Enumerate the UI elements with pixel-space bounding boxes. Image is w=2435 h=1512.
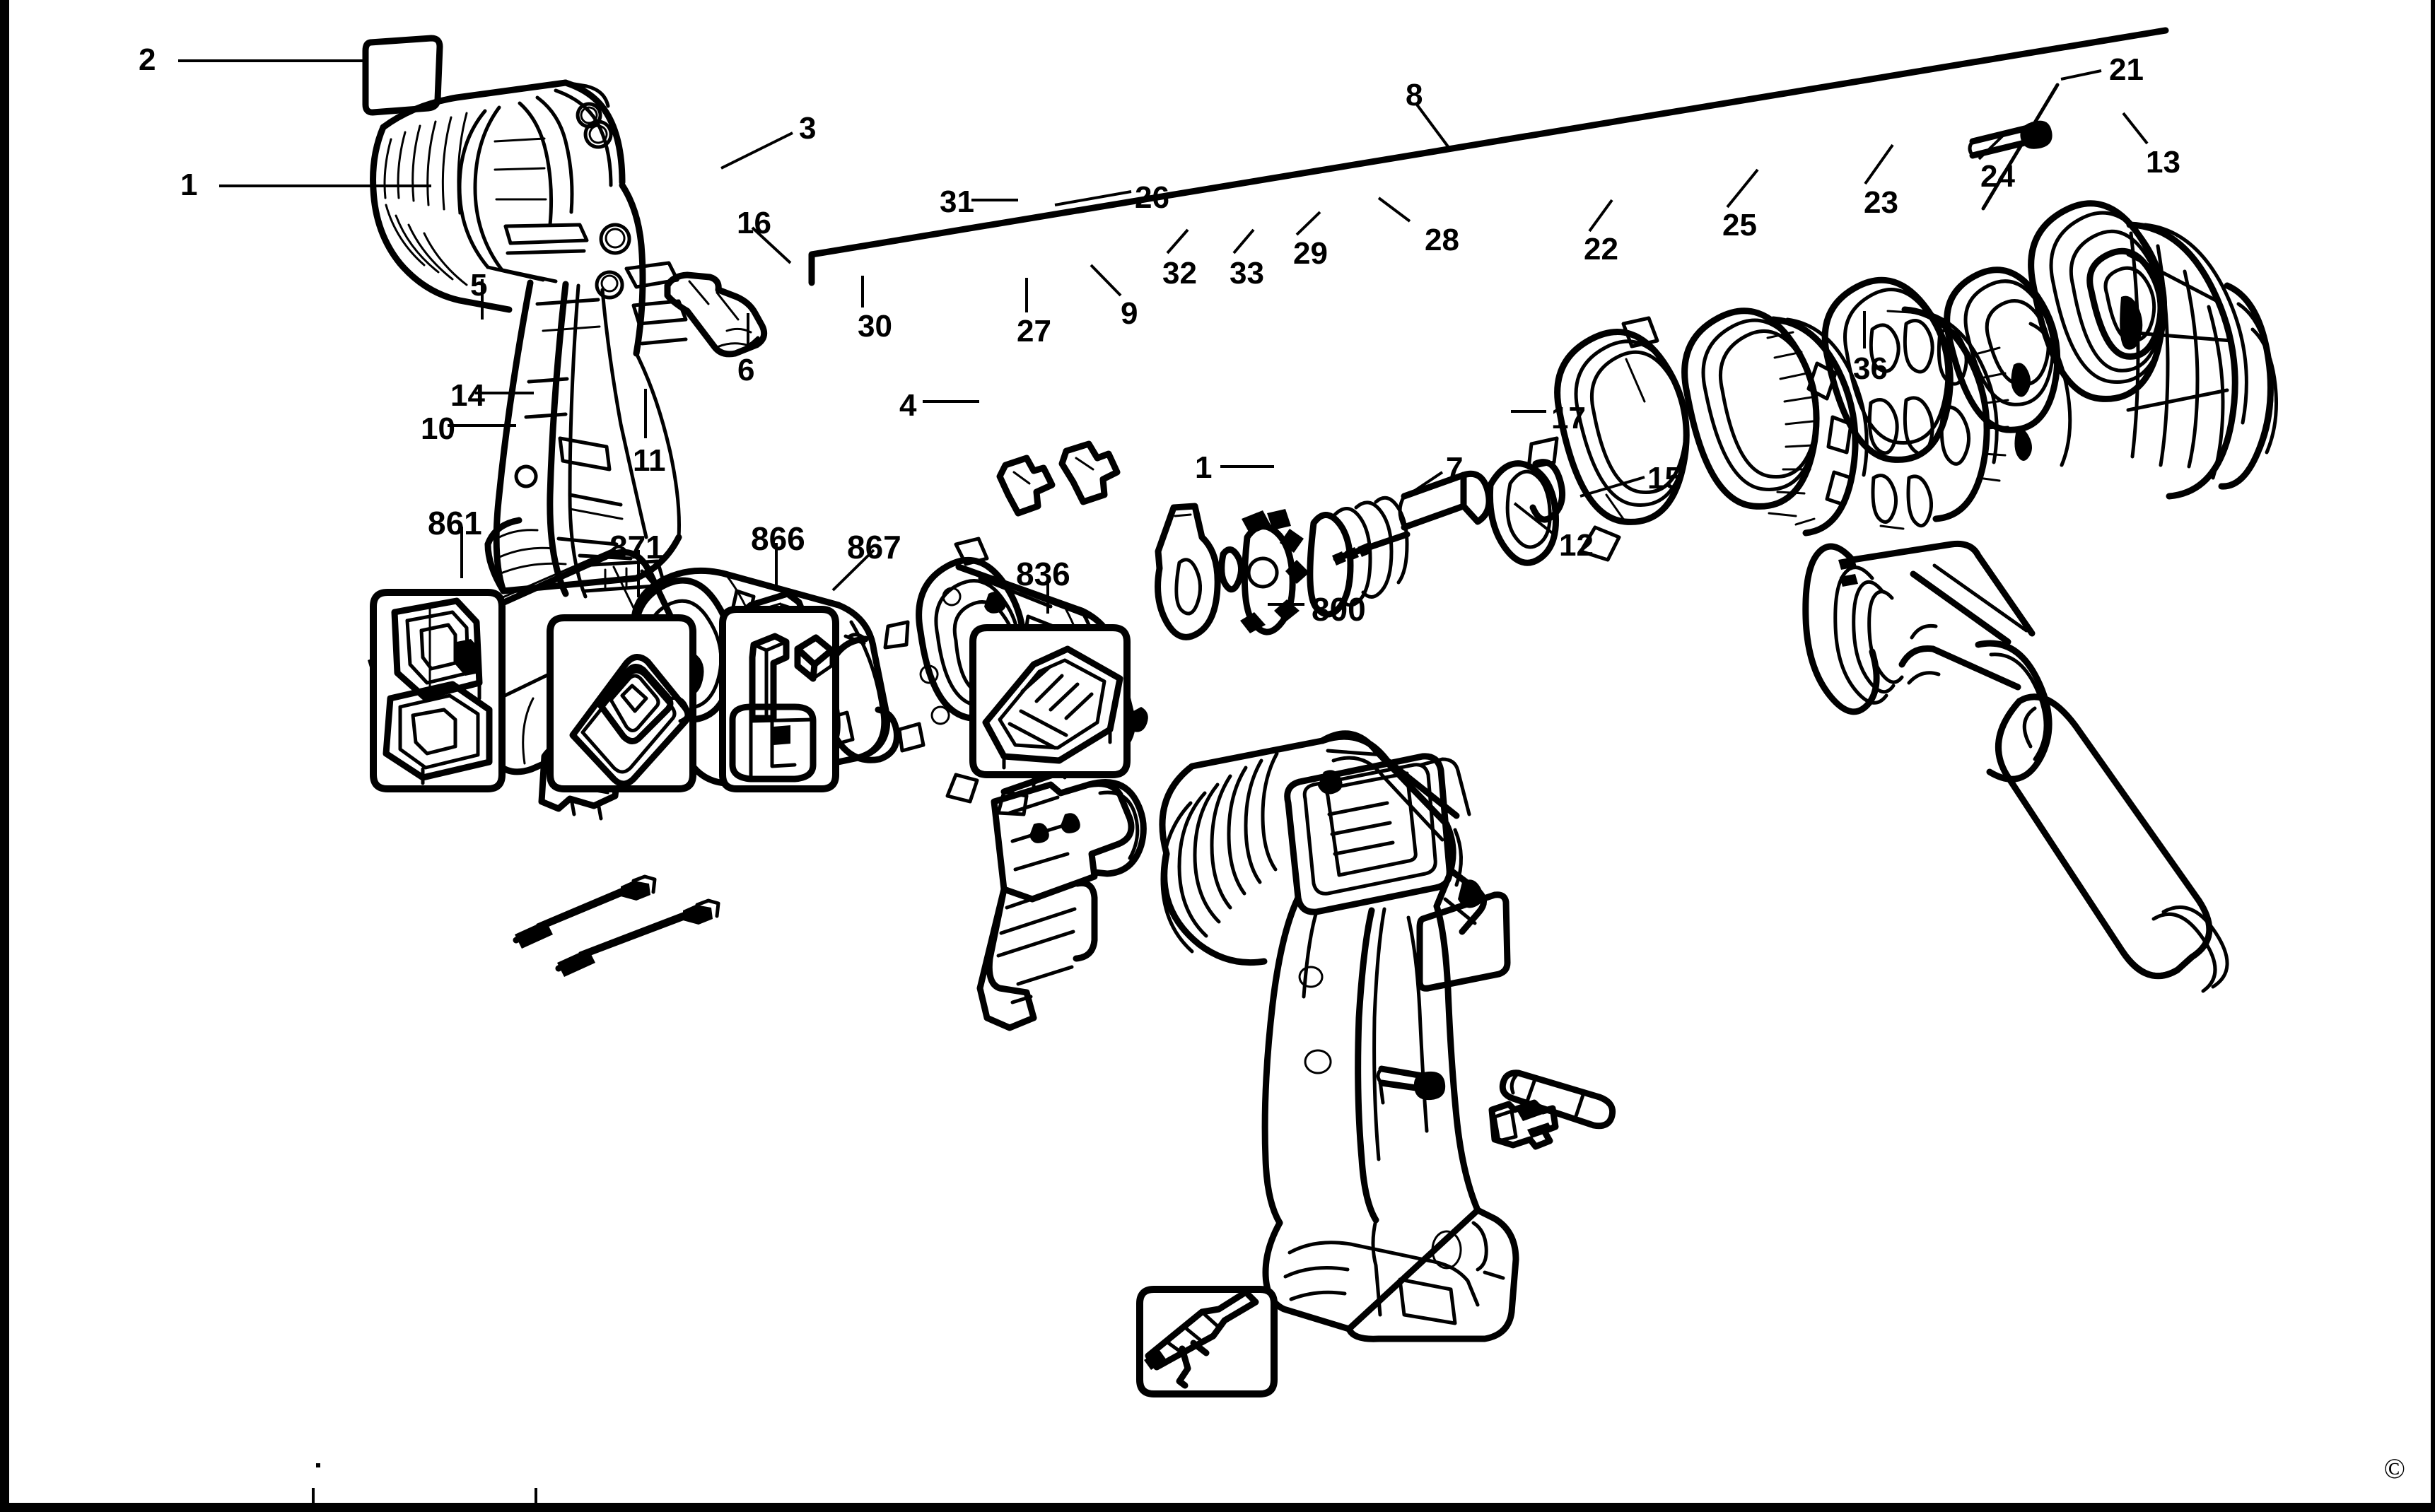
callout-17: 17	[1551, 401, 1586, 435]
callout-36: 36	[1853, 351, 1888, 386]
callout-24: 24	[1980, 159, 2015, 194]
callout-1-left: 1	[180, 168, 198, 202]
callout-30: 30	[858, 309, 892, 344]
page-registration-dot	[316, 1463, 320, 1467]
callout-11: 11	[633, 443, 666, 478]
part-17-nameplate	[1416, 891, 1511, 992]
callout-10: 10	[421, 411, 455, 446]
callout-29: 29	[1293, 236, 1328, 271]
part-22-gear-case-ring	[1526, 316, 1690, 562]
part-1-drill-body-assembled	[1159, 730, 1519, 1342]
callout-866: 866	[751, 520, 805, 557]
part-32-clutch-washer	[1155, 503, 1221, 640]
part-13-keyless-chuck	[2028, 200, 2278, 500]
part-21-chuck-screw	[1968, 120, 2052, 159]
callout-22: 22	[1584, 232, 1618, 266]
callout-2: 2	[139, 42, 156, 77]
callout-21: 21	[2109, 52, 2144, 87]
callout-3: 3	[799, 111, 817, 146]
part-23-clutch-collar	[1821, 276, 1999, 530]
callout-32: 32	[1162, 256, 1197, 291]
part-36-side-handle	[1802, 540, 2229, 993]
callout-16: 16	[737, 206, 771, 240]
page-frame-right-border	[2431, 0, 2435, 1512]
part-31-26-shift-pins	[996, 440, 1121, 517]
page-tick-mark-right	[535, 1488, 537, 1512]
callout-25: 25	[1722, 208, 1757, 242]
part-3-forward-reverse-lever	[664, 271, 768, 358]
callout-800: 800	[1312, 591, 1366, 628]
callout-14: 14	[450, 378, 485, 413]
callout-27: 27	[1017, 314, 1051, 348]
callout-8: 8	[1406, 78, 1423, 112]
box-861	[370, 589, 506, 792]
part-12-clip-bracket	[1488, 1099, 1559, 1150]
callout-28: 28	[1425, 223, 1459, 257]
box-866-867	[719, 606, 839, 792]
callout-13: 13	[2146, 145, 2180, 180]
callout-5: 5	[470, 268, 488, 303]
callout-867: 867	[847, 529, 901, 565]
box-871	[547, 614, 696, 792]
part-25-clutch-ring-gear	[1681, 307, 1869, 537]
copyright-symbol: ©	[2383, 1453, 2405, 1484]
page-tick-mark-left	[312, 1488, 315, 1512]
callout-23: 23	[1864, 185, 1898, 220]
callout-26: 26	[1135, 180, 1169, 215]
callout-31: 31	[940, 184, 974, 219]
box-836	[969, 624, 1131, 778]
box-800	[1136, 1286, 1278, 1397]
callout-836: 836	[1016, 556, 1070, 592]
callout-1-right: 1	[1195, 450, 1213, 485]
part-15-depth-rod	[1499, 1069, 1616, 1130]
part-29-clutch-spring	[1307, 496, 1409, 618]
callout-4: 4	[899, 388, 917, 423]
callout-871: 871	[609, 529, 664, 565]
callout-9: 9	[1121, 296, 1138, 331]
callout-6: 6	[737, 353, 755, 387]
part-24-chuck-washer	[1944, 266, 2072, 482]
callout-15: 15	[1647, 461, 1682, 496]
callout-33: 33	[1230, 256, 1264, 291]
part-33-clutch-plate	[1218, 509, 1309, 635]
page-frame-bottom-border	[0, 1503, 2435, 1512]
page-frame-left-border	[0, 0, 9, 1512]
part-10-11-lead-wires	[513, 874, 720, 977]
part-1-housing-left	[370, 79, 688, 599]
part-7-housing-screw	[1376, 1065, 1446, 1101]
callout-7: 7	[1446, 451, 1464, 486]
part-28-output-spindle	[1332, 459, 1566, 566]
callout-12: 12	[1559, 528, 1594, 563]
part-2-nameplate	[362, 35, 443, 116]
callout-861: 861	[428, 505, 482, 541]
